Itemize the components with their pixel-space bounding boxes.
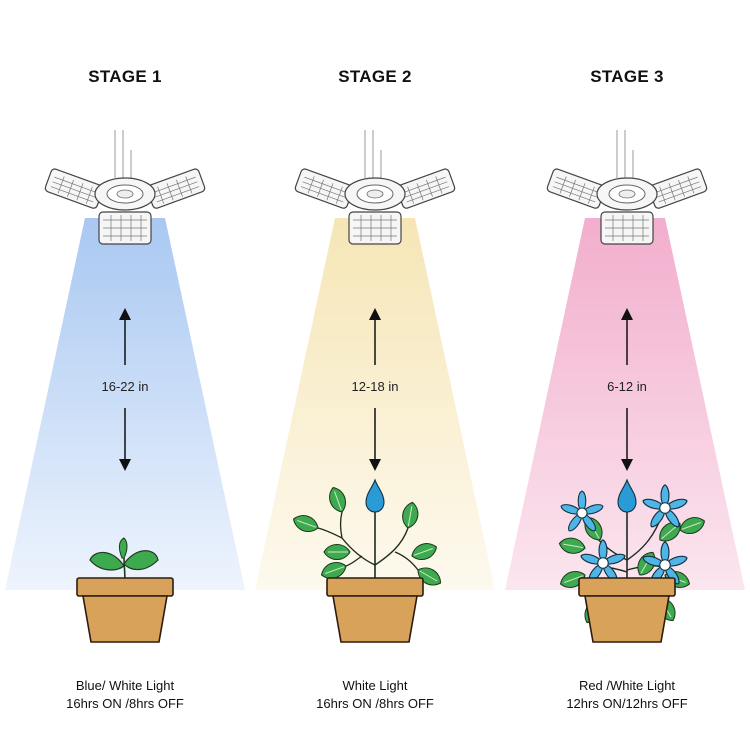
caption-line-2: 12hrs ON/12hrs OFF <box>566 696 687 711</box>
caption-line-2: 16hrs ON /8hrs OFF <box>316 696 434 711</box>
distance-label: 12-18 in <box>352 379 399 394</box>
flower-pot-icon <box>326 577 424 643</box>
caption-line-1: White Light <box>342 678 407 693</box>
stage-2: STAGE 2 12-18 in White Light 16hrs <box>255 67 495 711</box>
caption-line-1: Blue/ White Light <box>76 678 175 693</box>
leafy-plant-icon <box>290 479 445 591</box>
light-beam-red <box>505 218 745 590</box>
stage-title: STAGE 2 <box>338 67 412 86</box>
stage-title: STAGE 1 <box>88 67 162 86</box>
stage-1: STAGE 1 16-22 in Blue/ White Light 16hrs… <box>5 67 245 711</box>
grow-lamp-icon <box>43 129 207 245</box>
light-beam-blue <box>5 218 245 590</box>
grow-lamp-icon <box>293 129 457 245</box>
caption-line-2: 16hrs ON /8hrs OFF <box>66 696 184 711</box>
flower-pot-icon <box>578 577 676 643</box>
caption-line-1: Red /White Light <box>579 678 675 693</box>
distance-label: 16-22 in <box>102 379 149 394</box>
grow-lamp-icon <box>545 129 709 245</box>
distance-label: 6-12 in <box>607 379 647 394</box>
flower-pot-icon <box>76 577 174 643</box>
stage-3: STAGE 3 6-12 in <box>505 67 745 711</box>
flowering-plant-icon <box>557 479 708 627</box>
stage-title: STAGE 3 <box>590 67 664 86</box>
light-beam-white <box>255 218 495 590</box>
seedling-icon <box>89 537 159 583</box>
